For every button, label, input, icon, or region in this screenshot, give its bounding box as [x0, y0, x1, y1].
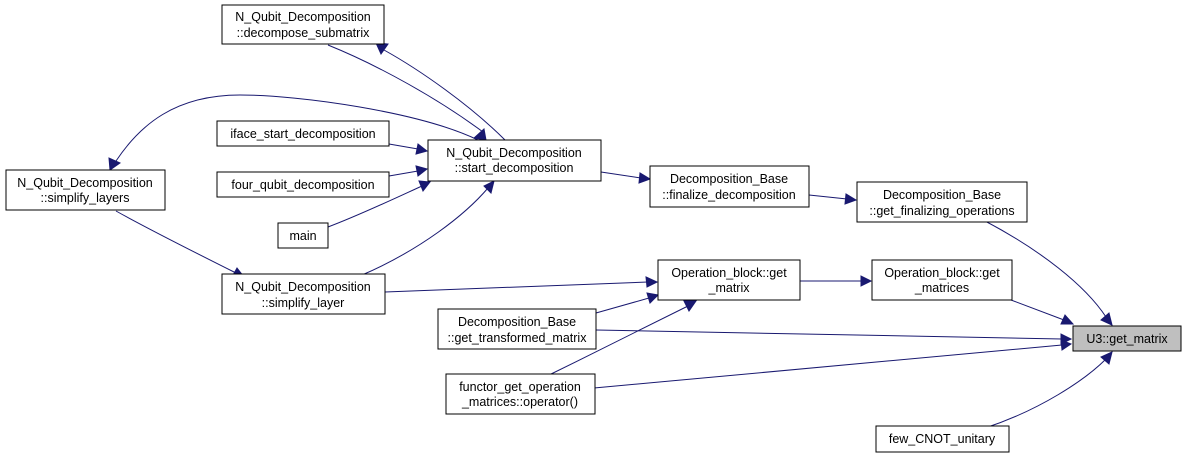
edge-simplify-layers-to-simplify-layer [115, 210, 246, 278]
node-db-get-finalizing-operations[interactable]: Decomposition_Base ::get_finalizing_oper… [856, 181, 1028, 223]
node-db-get-transformed-matrix[interactable]: Decomposition_Base ::get_transformed_mat… [437, 308, 597, 350]
node-few-cnot-unitary[interactable]: few_CNOT_unitary [875, 425, 1010, 453]
edge-functor-to-u3 [593, 339, 1073, 389]
edge-main-to-start-decomposition [327, 180, 431, 228]
nodes: N_Qubit_Decomposition ::decompose_submat… [5, 4, 1182, 453]
node-label: Operation_block::get [884, 266, 1000, 280]
node-label: ::start_decomposition [455, 161, 574, 175]
node-ob-get-matrices[interactable]: Operation_block::get _matrices [871, 259, 1013, 301]
edge-start-to-finalize-decomposition [600, 171, 652, 184]
node-label: Operation_block::get [671, 266, 787, 280]
node-label: Decomposition_Base [670, 172, 788, 186]
node-label: Decomposition_Base [883, 188, 1001, 202]
node-label: iface_start_decomposition [230, 127, 375, 141]
node-label: _matrices::operator() [461, 395, 578, 409]
node-label: ::simplify_layers [41, 191, 130, 205]
node-nqd-simplify-layer[interactable]: N_Qubit_Decomposition ::simplify_layer [221, 273, 386, 315]
node-iface-start-decomposition[interactable]: iface_start_decomposition [216, 120, 390, 147]
node-label: _matrices [914, 281, 969, 295]
node-label: ::simplify_layer [262, 296, 345, 310]
edge-finalize-to-get-finalizing-operations [808, 193, 858, 205]
node-label: ::decompose_submatrix [237, 26, 370, 40]
node-functor-operator[interactable]: functor_get_operation _matrices::operato… [445, 373, 596, 415]
node-ob-get-matrix[interactable]: Operation_block::get _matrix [657, 259, 801, 301]
node-label: functor_get_operation [459, 380, 581, 394]
node-label: Decomposition_Base [458, 315, 576, 329]
edge-four-qubit-to-start-decomposition [388, 165, 429, 177]
edge-few-cnot-to-u3 [984, 351, 1113, 429]
edge-iface-to-start-decomposition [388, 143, 429, 155]
edge-simplify-layer-to-start-decomposition [361, 180, 495, 276]
edge-simplify-layer-to-ob-get-matrix [384, 276, 659, 293]
node-label: N_Qubit_Decomposition [446, 146, 582, 160]
node-label: ::get_finalizing_operations [869, 204, 1014, 218]
edge-get-transformed-to-u3 [595, 329, 1073, 345]
edge-get-finalizing-operations-to-u3 [984, 220, 1113, 326]
node-label: four_qubit_decomposition [231, 178, 374, 192]
node-label: _matrix [708, 281, 751, 295]
edges [108, 42, 1113, 429]
node-db-finalize-decomposition[interactable]: Decomposition_Base ::finalize_decomposit… [649, 165, 810, 208]
node-nqd-decompose-submatrix[interactable]: N_Qubit_Decomposition ::decompose_submat… [221, 4, 385, 45]
edge-get-transformed-to-ob-get-matrix [595, 292, 660, 314]
node-label: ::get_transformed_matrix [448, 331, 588, 345]
node-label: U3::get_matrix [1086, 332, 1168, 346]
edge-ob-get-matrices-to-u3 [1010, 299, 1075, 325]
node-label: N_Qubit_Decomposition [235, 280, 371, 294]
node-label: ::finalize_decomposition [662, 188, 795, 202]
node-label: N_Qubit_Decomposition [235, 10, 371, 24]
node-main[interactable]: main [277, 222, 329, 249]
node-label: few_CNOT_unitary [889, 432, 996, 446]
edge-start-decomposition-to-simplify-layers [108, 94, 479, 171]
node-label: N_Qubit_Decomposition [17, 176, 153, 190]
node-nqd-simplify-layers[interactable]: N_Qubit_Decomposition ::simplify_layers [5, 169, 166, 211]
node-four-qubit-decomposition[interactable]: four_qubit_decomposition [216, 171, 390, 198]
edge-functor-to-ob-get-matrix [546, 300, 697, 377]
node-label: main [289, 229, 316, 243]
node-u3-get-matrix[interactable]: U3::get_matrix [1072, 325, 1182, 352]
node-nqd-start-decomposition[interactable]: N_Qubit_Decomposition ::start_decomposit… [427, 139, 602, 182]
edge-decompose-submatrix-to-start-decomposition [327, 44, 487, 141]
edge-ob-get-matrix-to-ob-get-matrices [800, 275, 873, 287]
